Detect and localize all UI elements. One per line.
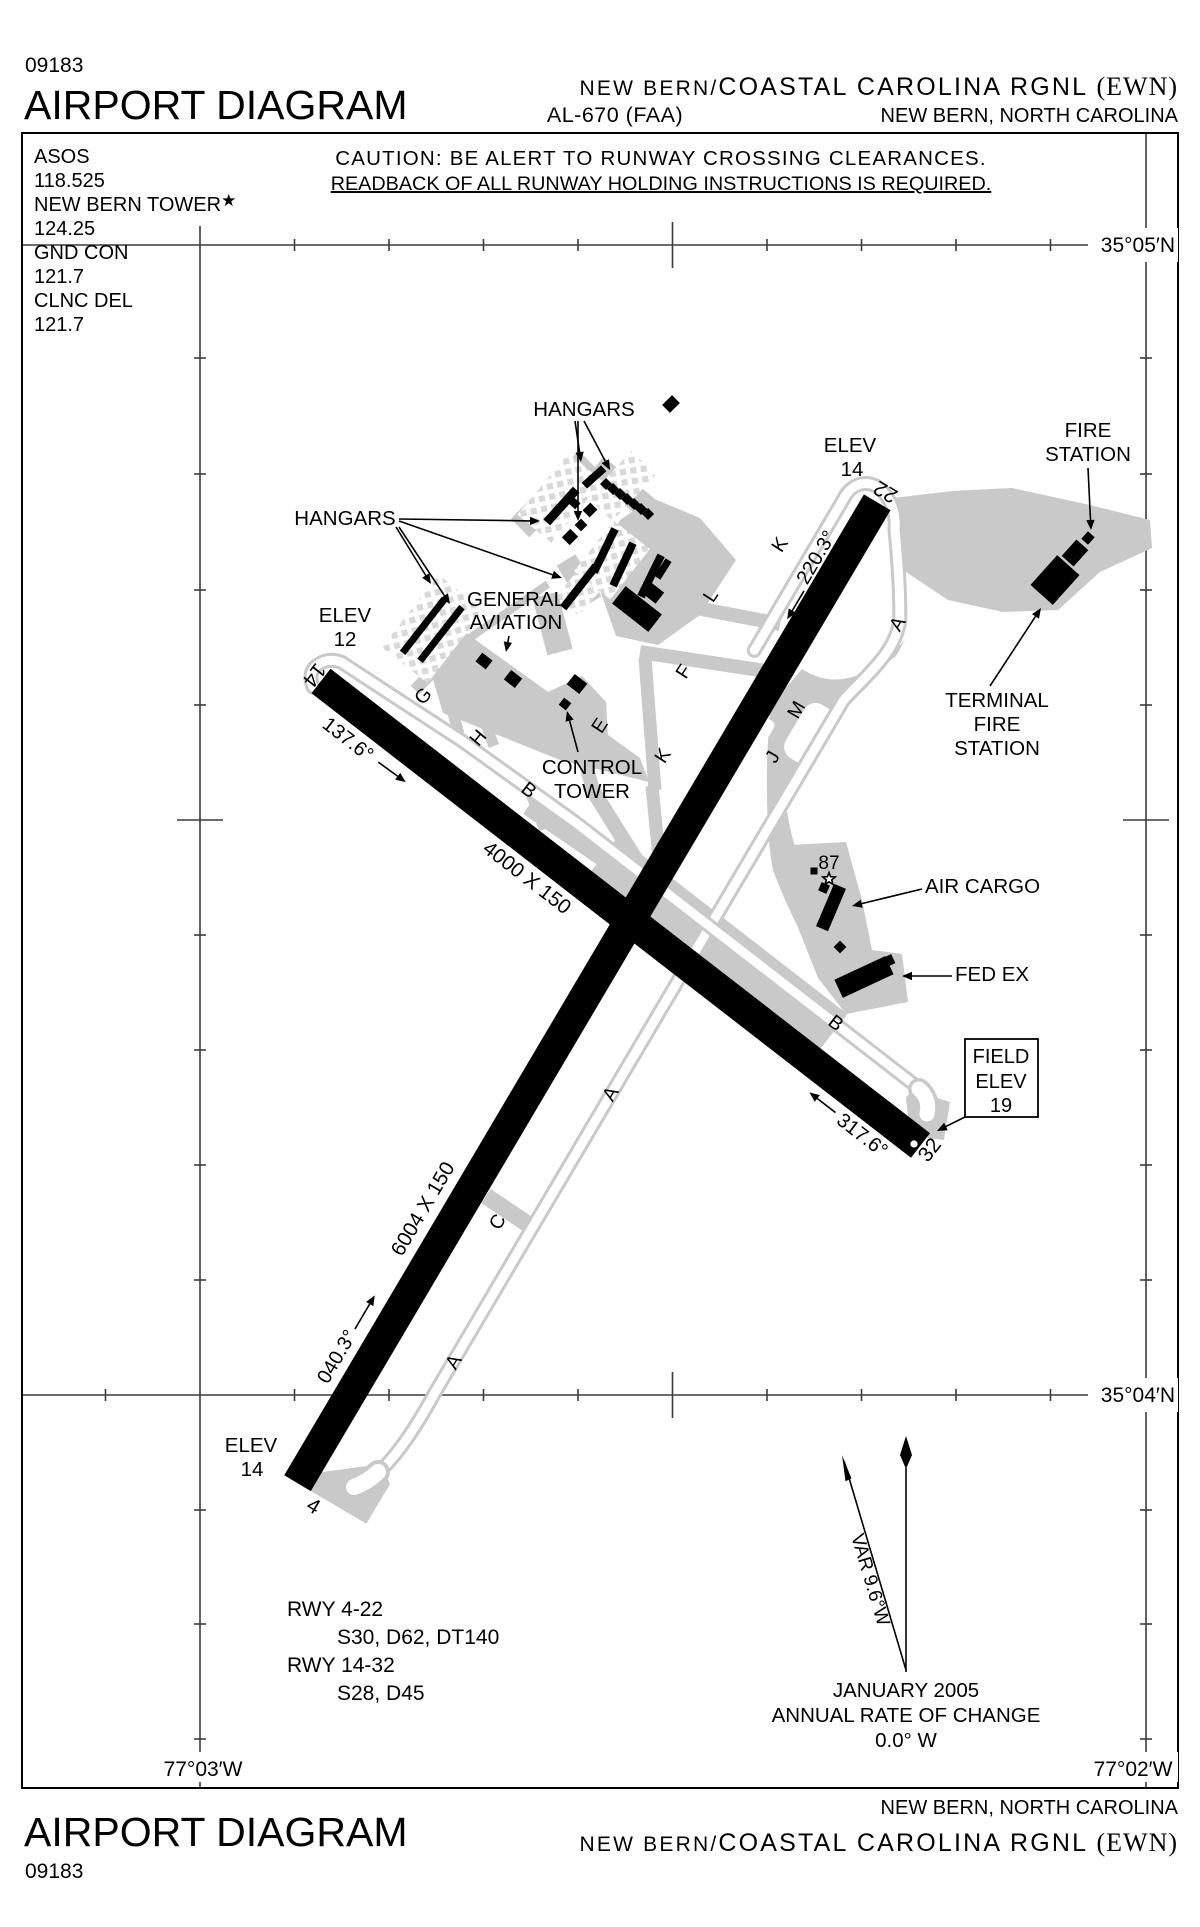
- svg-text:JANUARY 2005: JANUARY 2005: [833, 1679, 979, 1702]
- svg-text:CLNC DEL: CLNC DEL: [34, 290, 133, 312]
- svg-text:READBACK OF ALL RUNWAY HOLDING: READBACK OF ALL RUNWAY HOLDING INSTRUCTI…: [331, 173, 992, 195]
- svg-text:12: 12: [334, 628, 357, 651]
- svg-text:0.0° W: 0.0° W: [875, 1729, 937, 1752]
- svg-text:ASOS: ASOS: [34, 146, 90, 168]
- svg-text:ELEV: ELEV: [319, 604, 372, 627]
- svg-text:121.7: 121.7: [34, 266, 84, 288]
- svg-text:19: 19: [990, 1095, 1012, 1117]
- svg-text:NEW BERN TOWER★: NEW BERN TOWER★: [34, 191, 236, 216]
- svg-text:14: 14: [241, 1458, 264, 1481]
- svg-text:CAUTION: BE ALERT TO RUNWAY CR: CAUTION: BE ALERT TO RUNWAY CROSSING CLE…: [335, 147, 986, 170]
- svg-text:NEW BERN, NORTH CAROLINA: NEW BERN, NORTH CAROLINA: [881, 105, 1179, 127]
- svg-text:77°02′W: 77°02′W: [1094, 1758, 1173, 1781]
- svg-text:FED EX: FED EX: [955, 963, 1029, 986]
- svg-text:GND CON: GND CON: [34, 242, 128, 264]
- svg-text:09183: 09183: [25, 54, 83, 77]
- svg-text:TOWER: TOWER: [554, 780, 630, 803]
- svg-text:35°05′N: 35°05′N: [1101, 234, 1175, 257]
- svg-text:AIRPORT DIAGRAM: AIRPORT DIAGRAM: [24, 1809, 408, 1855]
- svg-text:HANGARS: HANGARS: [533, 398, 634, 421]
- svg-text:FIRE: FIRE: [974, 713, 1021, 736]
- svg-text:121.7: 121.7: [34, 314, 84, 336]
- svg-text:AVIATION: AVIATION: [470, 611, 563, 634]
- svg-text:NEW BERN, NORTH CAROLINA: NEW BERN, NORTH CAROLINA: [881, 1797, 1179, 1819]
- svg-text:AIRPORT DIAGRAM: AIRPORT DIAGRAM: [24, 82, 408, 128]
- svg-text:TERMINAL: TERMINAL: [945, 689, 1049, 712]
- svg-text:S28, D45: S28, D45: [337, 1682, 425, 1705]
- svg-text:FIELD: FIELD: [973, 1046, 1030, 1068]
- svg-text:RWY 14-32: RWY 14-32: [287, 1654, 395, 1677]
- svg-text:CONTROL: CONTROL: [542, 756, 642, 779]
- svg-text:ELEV: ELEV: [824, 434, 877, 457]
- svg-text:RWY 4-22: RWY 4-22: [287, 1598, 383, 1621]
- svg-text:GENERAL: GENERAL: [467, 588, 565, 611]
- svg-text:NEW BERN/COASTAL CAROLINA RGNL: NEW BERN/COASTAL CAROLINA RGNL (EWN): [580, 72, 1178, 101]
- svg-text:ELEV: ELEV: [975, 1071, 1027, 1093]
- svg-text:AL-670 (FAA): AL-670 (FAA): [547, 103, 683, 127]
- svg-text:NEW BERN/COASTAL CAROLINA RGNL: NEW BERN/COASTAL CAROLINA RGNL (EWN): [580, 1828, 1178, 1857]
- svg-text:77°03′W: 77°03′W: [164, 1758, 243, 1781]
- svg-text:ELEV: ELEV: [225, 1434, 278, 1457]
- svg-text:FIRE: FIRE: [1065, 419, 1112, 442]
- svg-text:124.25: 124.25: [34, 218, 95, 240]
- svg-text:14: 14: [841, 458, 864, 481]
- svg-text:87: 87: [818, 853, 839, 874]
- svg-text:S30, D62, DT140: S30, D62, DT140: [337, 1626, 499, 1649]
- svg-text:STATION: STATION: [954, 737, 1040, 760]
- svg-text:35°04′N: 35°04′N: [1101, 1384, 1175, 1407]
- svg-text:STATION: STATION: [1045, 443, 1131, 466]
- svg-text:09183: 09183: [25, 1860, 83, 1883]
- svg-text:ANNUAL RATE OF CHANGE: ANNUAL RATE OF CHANGE: [772, 1704, 1041, 1727]
- svg-text:118.525: 118.525: [34, 170, 105, 192]
- svg-text:HANGARS: HANGARS: [294, 507, 395, 530]
- svg-text:AIR CARGO: AIR CARGO: [925, 875, 1040, 898]
